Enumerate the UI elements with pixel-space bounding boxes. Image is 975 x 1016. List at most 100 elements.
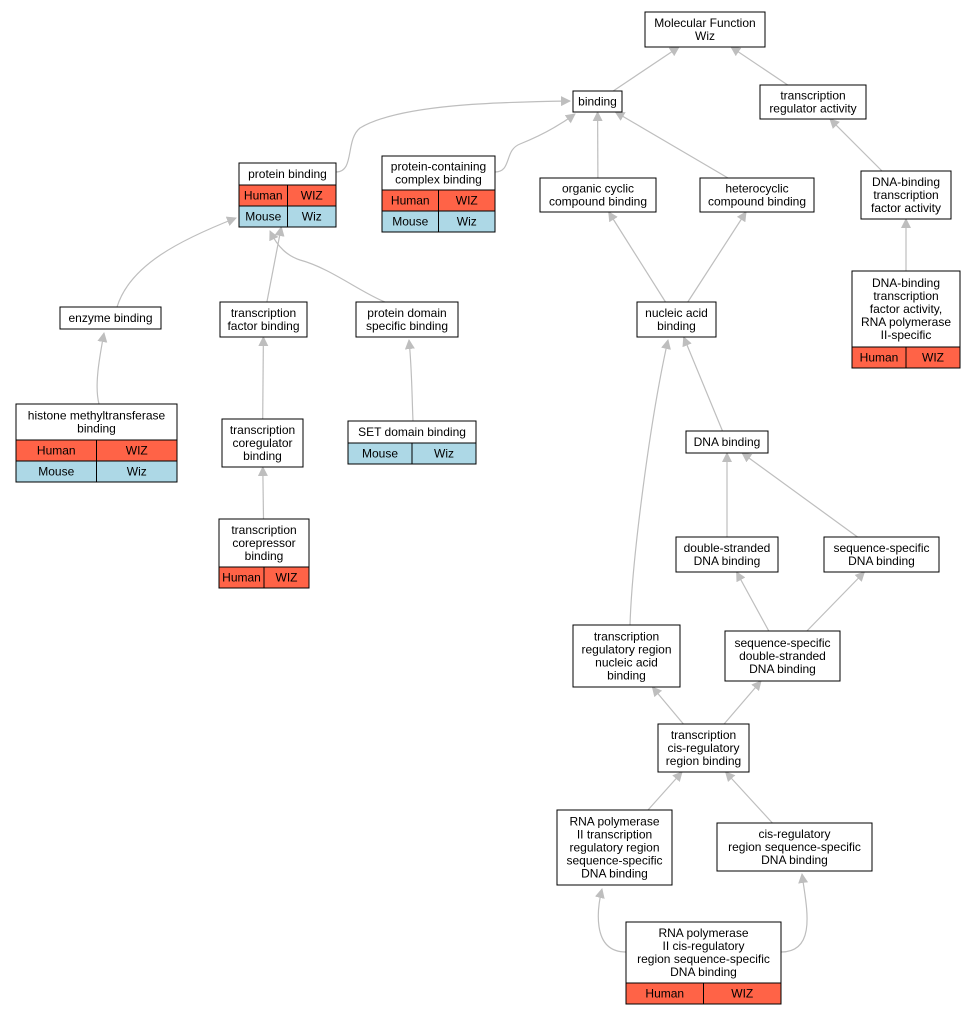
node-bind[interactable]: binding: [572, 90, 623, 113]
edge-ssds-to-ds: [736, 571, 770, 632]
node-label: transcription: [231, 523, 296, 537]
node-label: DNA binding: [848, 554, 915, 568]
node-label: II-specific: [881, 328, 932, 342]
gene-label: WIZ: [276, 571, 298, 585]
edge-pcb-to-bind: [494, 113, 576, 173]
gene-label: Wiz: [127, 465, 147, 479]
species-label: Mouse: [38, 465, 74, 479]
edge-pdb-to-pb: [269, 230, 386, 303]
node-label: double-stranded: [739, 649, 826, 663]
edge-bind-to-mf: [612, 46, 680, 92]
node-label: Molecular Function: [654, 16, 755, 30]
node-label: transcription: [671, 728, 736, 742]
node-label: sequence-specific: [833, 541, 929, 555]
node-label: Wiz: [695, 29, 715, 43]
gene-cell: [905, 346, 961, 369]
edges: [96, 46, 911, 953]
node-label: nucleic acid: [645, 306, 708, 320]
species-label: Human: [860, 351, 899, 365]
gene-cell: [703, 982, 782, 1005]
edge-tra-to-mf: [730, 46, 789, 86]
node-label: protein-containing: [391, 160, 486, 174]
node-label: protein domain: [367, 306, 446, 320]
node-label: binding: [77, 422, 116, 436]
node-label: corepressor: [232, 536, 295, 550]
species-label: Mouse: [245, 210, 281, 224]
edge-tfb-to-pb: [266, 226, 285, 303]
node-dna[interactable]: DNA binding: [685, 430, 769, 454]
node-box: [699, 177, 815, 213]
node-label: SET domain binding: [358, 425, 466, 439]
node-label: DNA binding: [761, 853, 828, 867]
species-label: Human: [37, 444, 76, 458]
node-label: II cis-regulatory: [662, 939, 744, 953]
node-label: region binding: [666, 754, 741, 768]
node-label: regulatory region: [581, 643, 671, 657]
node-box: [675, 536, 779, 573]
node-label: compound binding: [549, 195, 647, 209]
edge-set-to-pdb: [404, 339, 415, 422]
edge-ssds-to-ss: [806, 571, 866, 632]
species-label: Human: [222, 571, 261, 585]
edge-pb-to-bind: [335, 96, 571, 173]
node-box: [685, 430, 769, 454]
node-label: histone methyltransferase: [28, 409, 166, 423]
node-enz[interactable]: enzyme binding: [59, 306, 162, 330]
node-label: double-stranded: [684, 541, 771, 555]
edge-tcrb-to-tcb: [257, 466, 268, 520]
node-label: II transcription: [577, 828, 652, 842]
node-label: RNA polymerase: [569, 815, 659, 829]
edge-het-to-bind: [614, 111, 729, 179]
node-label: factor activity,: [870, 302, 942, 316]
edge-tcis-to-ssds: [723, 680, 762, 725]
node-label: RNA polymerase: [658, 926, 748, 940]
node-label: DNA binding: [670, 965, 737, 979]
node-box: [657, 723, 750, 773]
gene-label: WIZ: [126, 444, 148, 458]
node-box: [221, 418, 304, 468]
node-label: binding: [657, 319, 696, 333]
node-label: binding: [578, 95, 617, 109]
gene-label: Wiz: [302, 210, 322, 224]
node-label: enzyme binding: [68, 311, 152, 325]
node-label: heterocyclic: [725, 182, 788, 196]
node-label: compound binding: [708, 195, 806, 209]
node-label: protein binding: [248, 167, 327, 181]
node-label: cis-regulatory: [758, 827, 830, 841]
node-label: cis-regulatory: [667, 741, 739, 755]
node-label: transcription: [780, 89, 845, 103]
node-label: organic cyclic: [562, 182, 634, 196]
node-label: nucleic acid: [595, 656, 658, 670]
node-label: transcription: [231, 306, 296, 320]
node-box: [759, 84, 867, 120]
node-box: [59, 306, 162, 330]
node-box: [636, 301, 717, 338]
edge-ss-to-dna: [741, 452, 858, 538]
species-label: Mouse: [362, 447, 398, 461]
